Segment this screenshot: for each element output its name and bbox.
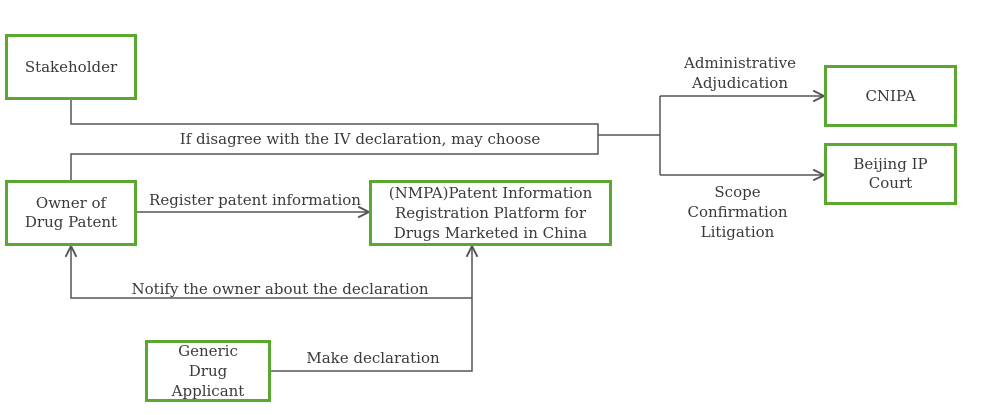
disagree-label: If disagree with the IV declaration, may… xyxy=(179,130,541,148)
platform-box: (NMPA)Patent Information Registration Pl… xyxy=(369,180,612,246)
stakeholder-connector xyxy=(70,100,660,136)
notify-label: Notify the owner about the declaration xyxy=(131,280,429,298)
cnipa-box: CNIPA xyxy=(824,65,957,127)
owner-connector xyxy=(70,135,599,180)
declare-label: Make declaration xyxy=(306,349,440,367)
scope-litigation-label: Scope Confirmation Litigation xyxy=(687,183,788,241)
owner-box: Owner of Drug Patent xyxy=(5,180,137,246)
stakeholder-box: Stakeholder xyxy=(5,34,137,100)
arrow-notify xyxy=(71,246,472,299)
register-label: Register patent information xyxy=(149,191,361,209)
generic-applicant-box: Generic Drug Applicant xyxy=(145,340,271,402)
beijing-ip-court-box: Beijing IP Court xyxy=(824,143,957,205)
arrow-declare xyxy=(270,246,472,372)
admin-adjudication-label: Administrative Adjudication xyxy=(684,54,796,92)
